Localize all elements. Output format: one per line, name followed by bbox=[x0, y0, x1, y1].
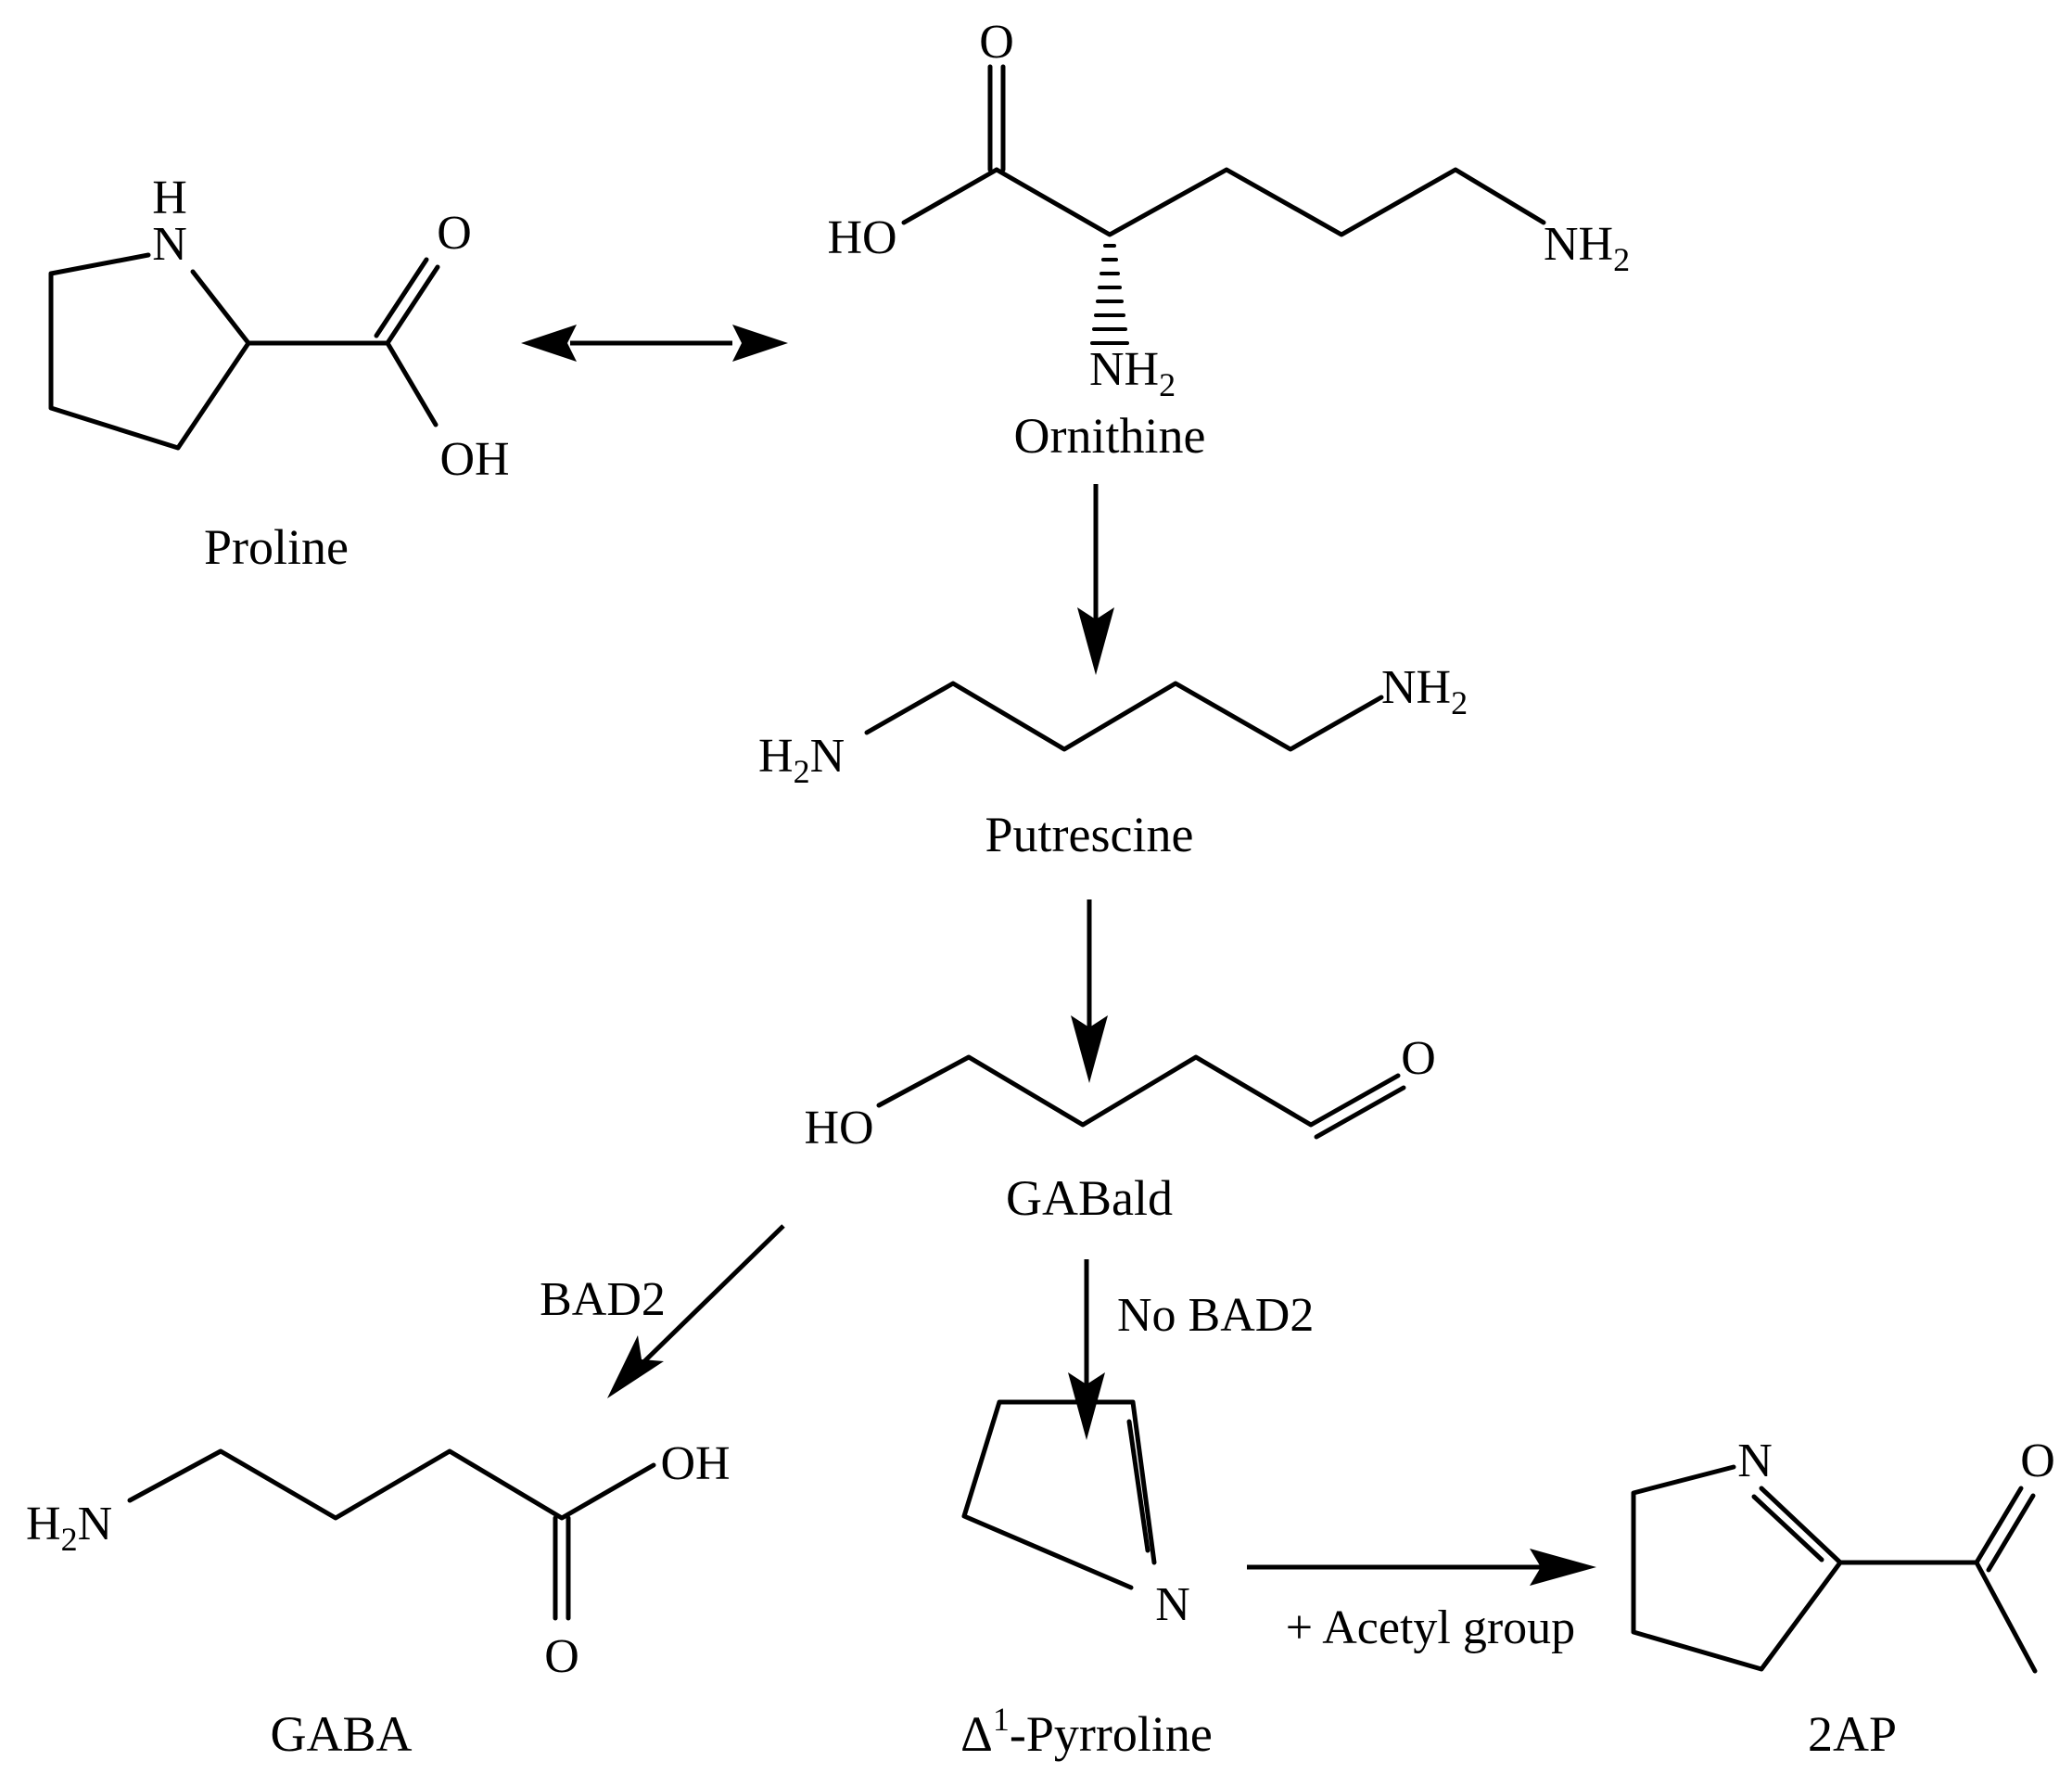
proline-ornithine-equilibrium-arrow bbox=[521, 325, 788, 362]
gabald-to-pyrroline-arrow bbox=[1068, 1259, 1105, 1440]
gaba-structure: H2N OH O bbox=[26, 1437, 731, 1683]
acetyl-group-label: + Acetyl group bbox=[1286, 1601, 1575, 1654]
proline-h-atom: H bbox=[152, 172, 187, 224]
gabald-ho-atom: HO bbox=[804, 1102, 873, 1154]
ornithine-ho-atom: HO bbox=[827, 211, 896, 264]
ornithine-alpha-amine: NH2 bbox=[1089, 343, 1176, 403]
bad2-enzyme-label: BAD2 bbox=[540, 1273, 666, 1326]
putrescine-amine-right: NH2 bbox=[1381, 661, 1468, 721]
proline-n-atom: N bbox=[152, 218, 187, 271]
putrescine-label: Putrescine bbox=[985, 807, 1194, 862]
no-bad2-enzyme-label: No BAD2 bbox=[1117, 1289, 1314, 1342]
ornithine-label: Ornithine bbox=[1014, 408, 1206, 464]
gabald-to-gaba-arrow bbox=[607, 1224, 785, 1398]
2ap-o-atom: O bbox=[2020, 1435, 2055, 1487]
gabald-structure: HO O bbox=[804, 1032, 1435, 1154]
gaba-o-atom: O bbox=[544, 1630, 579, 1683]
gabald-label: GABald bbox=[1006, 1170, 1173, 1226]
proline-label: Proline bbox=[204, 519, 349, 575]
2ap-label: 2AP bbox=[1808, 1706, 1897, 1762]
ornithine-to-putrescine-arrow bbox=[1077, 484, 1114, 675]
pyrroline-n-atom: N bbox=[1155, 1578, 1190, 1631]
gaba-oh-atom: OH bbox=[660, 1437, 730, 1490]
putrescine-to-gabald-arrow bbox=[1071, 899, 1108, 1083]
proline-structure: H N O OH bbox=[48, 172, 510, 486]
ornithine-o-atom: O bbox=[979, 16, 1014, 69]
proline-oh-atom: OH bbox=[439, 433, 509, 486]
gaba-amine: H2N bbox=[26, 1498, 112, 1558]
pyrroline-structure: N bbox=[961, 1399, 1190, 1631]
putrescine-structure: H2N NH2 bbox=[758, 661, 1468, 790]
gaba-label: GABA bbox=[270, 1706, 412, 1762]
ornithine-structure: O HO NH2 NH2 bbox=[827, 16, 1630, 403]
2ap-structure: N O bbox=[1631, 1435, 2055, 1674]
ornithine-stereo-hash bbox=[1090, 244, 1129, 345]
pyrroline-label: Δ1-Pyrroline bbox=[960, 1701, 1213, 1762]
putrescine-amine-left: H2N bbox=[758, 730, 845, 790]
2ap-n-atom: N bbox=[1737, 1435, 1773, 1487]
gabald-o-atom: O bbox=[1401, 1032, 1436, 1085]
pyrroline-to-2ap-arrow bbox=[1247, 1549, 1596, 1586]
proline-o-atom: O bbox=[437, 207, 472, 260]
ornithine-terminal-amine: NH2 bbox=[1544, 218, 1630, 278]
